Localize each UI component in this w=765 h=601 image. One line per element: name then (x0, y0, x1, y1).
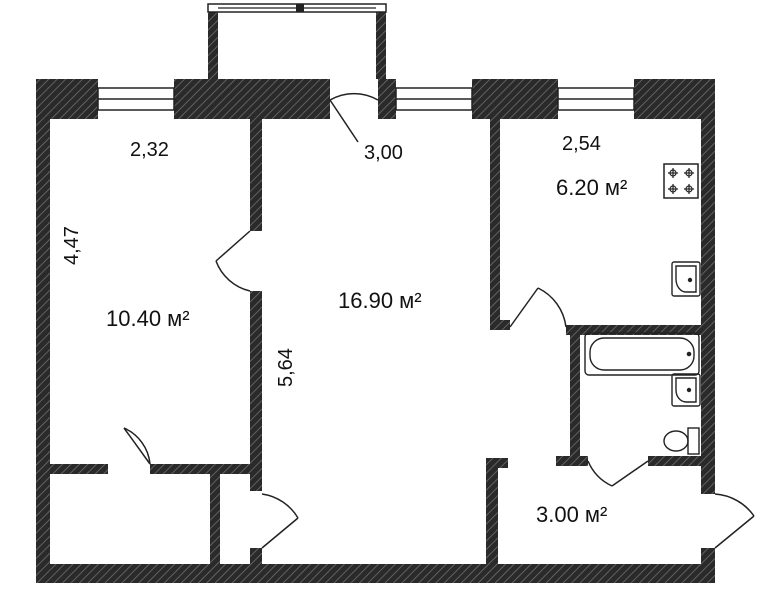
kitchen-wall (490, 119, 500, 329)
living-area-label: 16.90 м² (338, 288, 422, 313)
washbasin-icon (671, 373, 701, 407)
door-bathroom (587, 460, 649, 487)
door-bedroom (215, 230, 251, 292)
window (557, 87, 635, 111)
closet-wall (150, 464, 250, 474)
partition-wall (250, 291, 262, 491)
partition-wall (250, 119, 262, 231)
kitchen-width-label: 2,54 (562, 133, 601, 155)
bottom-wall (36, 564, 715, 583)
bathtub-icon (584, 332, 700, 376)
bedroom-length-label: 4,47 (61, 226, 83, 265)
balcony (207, 3, 387, 79)
living-length-label: 5,64 (275, 348, 297, 387)
right-wall (701, 79, 715, 494)
kitchen-wall (490, 320, 510, 330)
door-kitchen (509, 287, 567, 328)
door-entrance (714, 493, 755, 549)
exterior-walls (36, 79, 715, 583)
top-wall-segment (378, 79, 396, 119)
doors (123, 92, 755, 549)
living-width-label: 3,00 (364, 142, 403, 164)
bathroom-wall (648, 456, 701, 466)
top-wall-segment (472, 79, 558, 119)
kitchen-wall (566, 325, 701, 335)
partition-wall (250, 548, 262, 564)
window (97, 87, 175, 111)
stove-icon (663, 163, 699, 199)
door-closet-hall (261, 493, 299, 549)
right-wall-lower (701, 548, 715, 583)
window (395, 87, 473, 111)
door-closet-bedroom (123, 427, 151, 465)
windows (97, 87, 635, 111)
toilet-icon (663, 427, 700, 455)
kitchen-area-label: 6.20 м² (556, 175, 627, 200)
closet-wall (50, 464, 108, 474)
bedroom-width-label: 2,32 (130, 139, 169, 161)
top-wall-segment (174, 79, 330, 119)
bathroom-wall (556, 456, 588, 466)
bedroom-area-label: 10.40 м² (106, 306, 190, 331)
bathroom-wall (570, 330, 580, 460)
hallway-wall (486, 458, 508, 468)
hallway-area-label: 3.00 м² (536, 502, 607, 527)
closet-wall (210, 474, 220, 564)
interior-walls (50, 119, 701, 564)
hallway-wall (486, 458, 498, 564)
left-wall (36, 79, 50, 583)
door-balcony (329, 92, 379, 143)
sink-icon (671, 261, 701, 297)
